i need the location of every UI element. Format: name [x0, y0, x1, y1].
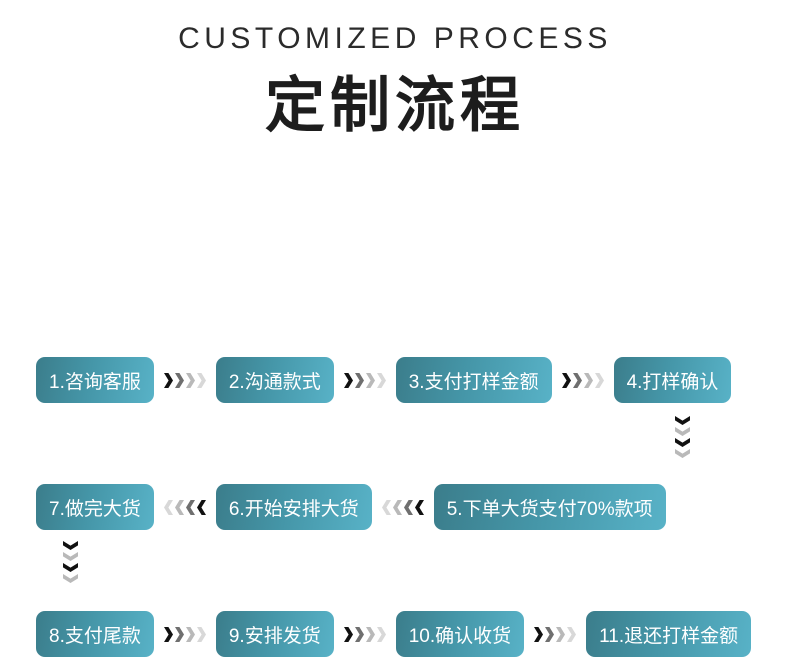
- chevron-right-icon: [163, 626, 174, 643]
- chevron-down-icon: [674, 448, 691, 459]
- chevron-down-icon: [674, 437, 691, 448]
- chevron-down-icon: [62, 562, 79, 573]
- process-step-6[interactable]: 6.开始安排大货: [215, 484, 372, 530]
- chevron-left-icon: [414, 499, 425, 516]
- arrow-right-1: [154, 357, 216, 403]
- chevron-left-icon: [163, 499, 174, 516]
- chevron-down-icon: [62, 540, 79, 551]
- chevron-right-icon: [185, 372, 196, 389]
- process-step-5[interactable]: 5.下单大货支付70%款项: [433, 484, 666, 530]
- chevron-right-icon: [533, 626, 544, 643]
- chevron-right-icon: [544, 626, 555, 643]
- chevron-right-icon: [343, 372, 354, 389]
- chevron-right-icon: [343, 626, 354, 643]
- arrow-right-4: [154, 611, 216, 657]
- process-step-9[interactable]: 9.安排发货: [215, 611, 334, 657]
- process-step-1[interactable]: 1.咨询客服: [36, 357, 154, 403]
- chevron-left-icon: [392, 499, 403, 516]
- process-row-2: 7.做完大货 6.开始安排大货 5.下单大货支付70%款项: [36, 483, 666, 531]
- chevron-down-icon: [62, 551, 79, 562]
- chevron-right-icon: [594, 372, 605, 389]
- process-step-8[interactable]: 8.支付尾款: [36, 611, 154, 657]
- chevron-right-icon: [561, 372, 572, 389]
- chevron-right-icon: [566, 626, 577, 643]
- arrow-right-2: [334, 357, 396, 403]
- arrow-down-right: [674, 415, 691, 459]
- page-header: CUSTOMIZED PROCESS 定制流程: [0, 0, 790, 136]
- chevron-right-icon: [376, 626, 387, 643]
- chevron-right-icon: [354, 626, 365, 643]
- chevron-right-icon: [365, 626, 376, 643]
- chevron-left-icon: [185, 499, 196, 516]
- process-step-11[interactable]: 11.退还打样金额: [586, 611, 752, 657]
- process-step-2[interactable]: 2.沟通款式: [215, 357, 334, 403]
- chevron-right-icon: [365, 372, 376, 389]
- chevron-left-icon: [174, 499, 185, 516]
- arrow-down-left: [62, 540, 79, 584]
- page-title-chinese: 定制流程: [265, 72, 525, 139]
- chevron-down-icon: [674, 426, 691, 437]
- arrow-right-5: [334, 611, 396, 657]
- chevron-right-icon: [185, 626, 196, 643]
- arrow-right-6: [524, 611, 586, 657]
- chevron-right-icon: [196, 626, 207, 643]
- arrow-left-2: [372, 484, 434, 530]
- chevron-left-icon: [403, 499, 414, 516]
- page-title-english: CUSTOMIZED PROCESS: [178, 22, 612, 55]
- process-step-4[interactable]: 4.打样确认: [613, 357, 732, 403]
- chevron-right-icon: [163, 372, 174, 389]
- chevron-right-icon: [555, 626, 566, 643]
- chevron-left-icon: [381, 499, 392, 516]
- chevron-left-icon: [196, 499, 207, 516]
- chevron-right-icon: [376, 372, 387, 389]
- process-step-7[interactable]: 7.做完大货: [36, 484, 154, 530]
- chevron-right-icon: [583, 372, 594, 389]
- chevron-right-icon: [196, 372, 207, 389]
- arrow-right-3: [552, 357, 614, 403]
- process-step-3[interactable]: 3.支付打样金额: [395, 357, 552, 403]
- process-step-10[interactable]: 10.确认收货: [395, 611, 525, 657]
- arrow-left-1: [154, 484, 216, 530]
- chevron-right-icon: [174, 372, 185, 389]
- chevron-down-icon: [674, 415, 691, 426]
- chevron-right-icon: [354, 372, 365, 389]
- chevron-down-icon: [62, 573, 79, 584]
- chevron-right-icon: [572, 372, 583, 389]
- chevron-right-icon: [174, 626, 185, 643]
- process-row-1: 1.咨询客服 2.沟通款式 3.支付打样金额: [36, 356, 732, 404]
- process-row-3: 8.支付尾款 9.安排发货 10.确认收货: [36, 610, 752, 658]
